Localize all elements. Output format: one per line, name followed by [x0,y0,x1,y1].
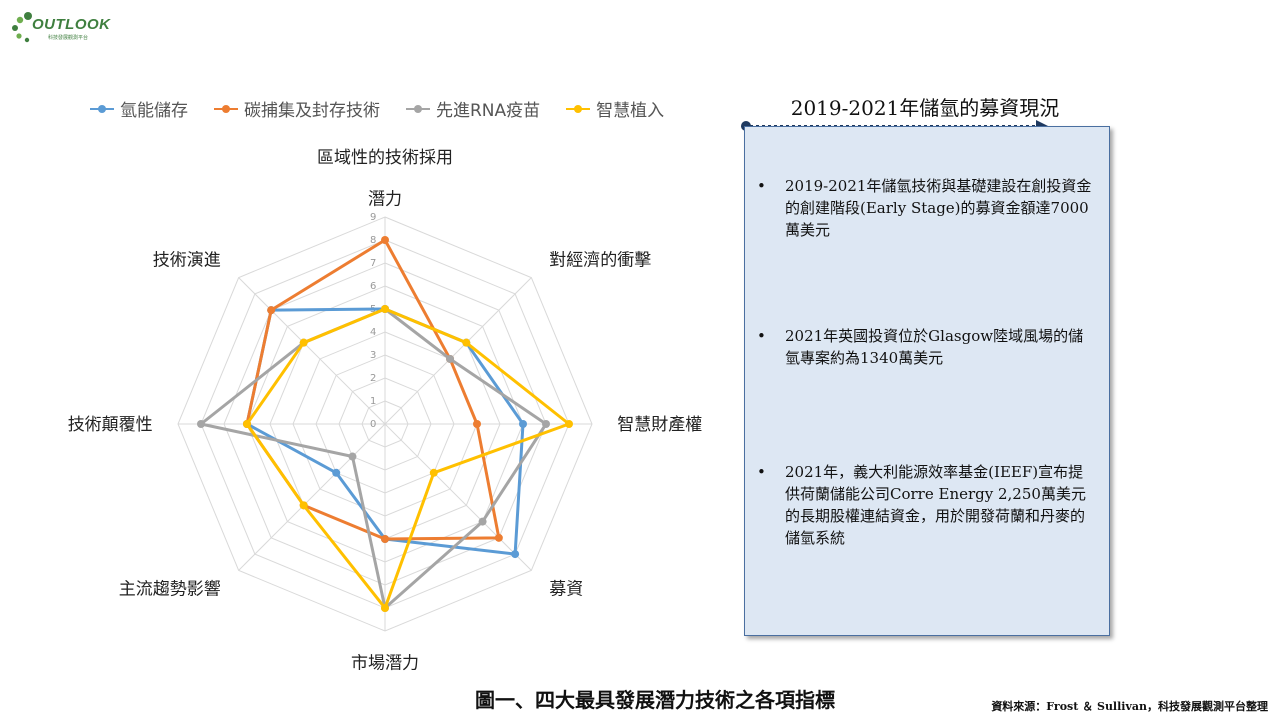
radar-data-point [243,420,251,428]
legend-swatch [214,103,238,115]
legend-label: 碳捕集及封存技術 [244,101,380,121]
radar-axis-label: 技術顛覆性 [68,415,153,435]
radar-data-point [299,338,308,347]
radar-spoke [384,423,532,571]
radar-spoke [238,277,386,425]
outlook-logo: OUTLOOK 科技發展觀測平台 [10,6,120,46]
radar-data-point [494,533,503,542]
radar-data-point [519,420,527,428]
legend-swatch [566,103,591,115]
radar-tick-label: 8 [370,235,376,246]
radar-data-point [478,517,487,526]
bullet-text: 2019-2021年儲氫技術與基礎建設在創投資金的創建階段(Early Stag… [785,177,1092,239]
radar-chart: 0123456789區域性的技術採用潛力對經濟的衝擊智慧財產權募資市場潛力主流趨… [68,148,703,673]
logo-brand: OUTLOOK [32,16,111,33]
panel-title: 2019-2021年儲氫的募資現況 [790,96,1060,120]
radar-data-point [381,604,389,612]
radar-axis-label: 潛力 [368,190,402,210]
radar-tick-label: 0 [370,419,376,430]
panel-bullet: • 2021年，義大利能源效率基金(IEEF)宣布提供荷蘭儲能公司Corre E… [755,461,1095,549]
chart-title: 區域性的技術採用 [317,148,453,168]
radar-tick-label: 9 [370,212,376,223]
info-panel: • 2019-2021年儲氫技術與基礎建設在創投資金的創建階段(Early St… [744,126,1110,636]
logo-subtitle: 科技發展觀測平台 [48,35,89,41]
radar-data-point [473,420,481,428]
radar-axis-label: 主流趨勢影響 [119,579,221,599]
chart-legend: 氫能儲存 碳捕集及封存技術 先進RNA疫苗 智慧植入 [90,96,664,121]
legend-item-ccs: 碳捕集及封存技術 [214,96,380,121]
panel-bullet: • 2019-2021年儲氫技術與基礎建設在創投資金的創建階段(Early St… [755,175,1095,241]
bullet-dot-icon: • [757,463,766,481]
radar-data-point [511,550,520,559]
legend-item-smart-implants: 智慧植入 [566,96,664,121]
radar-tick-label: 3 [370,350,376,361]
radar-data-point [381,305,389,313]
radar-data-point [565,420,573,428]
radar-tick-label: 2 [370,373,376,384]
radar-data-point [267,306,276,315]
radar-data-point [446,354,455,363]
radar-data-point [299,501,308,510]
radar-data-point [462,338,471,347]
figure-caption: 圖一、四大最具發展潛力技術之各項指標 [475,688,835,712]
radar-spoke [384,277,532,425]
radar-axis-label: 募資 [549,579,583,599]
legend-label: 先進RNA疫苗 [436,101,541,121]
radar-tick-label: 6 [370,281,376,292]
radar-data-point [332,468,341,477]
panel-bullet: • 2021年英國投資位於Glasgow陸域風場的儲氫專案約為1340萬美元 [755,325,1095,369]
legend-label: 氫能儲存 [120,101,188,121]
radar-data-point [429,468,438,477]
bullet-dot-icon: • [757,177,766,195]
radar-data-point [381,535,389,543]
radar-data-point [542,420,550,428]
radar-axis-label: 市場潛力 [351,653,419,673]
radar-data-point [197,420,205,428]
bullet-text: 2021年，義大利能源效率基金(IEEF)宣布提供荷蘭儲能公司Corre Ene… [785,463,1086,547]
radar-data-point [348,452,357,461]
legend-item-rna-vaccine: 先進RNA疫苗 [406,96,540,121]
legend-item-hydrogen-storage: 氫能儲存 [90,96,188,121]
radar-axis-label: 智慧財產權 [617,415,702,435]
source-note: 資料來源：Frost ＆ Sullivan，科技發展觀測平台整理 [991,700,1268,713]
legend-label: 智慧植入 [596,101,665,121]
radar-axis-label: 對經濟的衝擊 [549,251,651,271]
radar-tick-label: 1 [370,396,376,407]
bullet-dot-icon: • [757,327,766,345]
radar-tick-label: 7 [370,258,376,269]
radar-axis-label: 技術演進 [153,251,221,271]
radar-spoke [238,423,386,571]
legend-swatch [406,103,430,115]
radar-data-point [381,236,389,244]
bullet-text: 2021年英國投資位於Glasgow陸域風場的儲氫專案約為1340萬美元 [785,327,1084,367]
logo-leaf-icon [12,12,32,43]
legend-swatch [90,103,114,115]
radar-tick-label: 4 [370,327,376,338]
